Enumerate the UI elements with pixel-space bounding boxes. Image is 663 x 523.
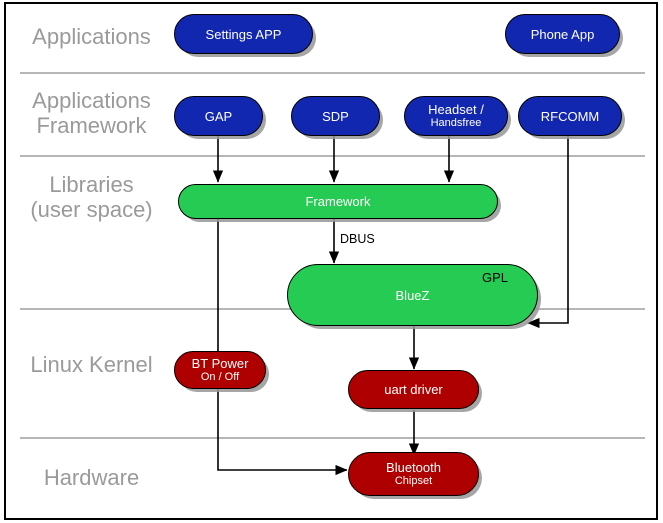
node-headset-handsfree-label: Headset / <box>428 102 484 117</box>
node-headset-handsfree[interactable]: Headset / Handsfree <box>404 96 508 136</box>
node-bt-power-label: BT Power <box>191 356 249 371</box>
node-bluetooth-chipset-label: Bluetooth <box>386 460 441 475</box>
edge-label-dbus: DBUS <box>340 232 375 246</box>
node-bluez[interactable]: BlueZ <box>287 264 538 326</box>
node-gap-label: GAP <box>204 108 233 124</box>
node-headset-handsfree-sublabel: Handsfree <box>430 117 482 129</box>
layer-label-linux-kernel: Linux Kernel <box>30 352 153 377</box>
node-framework[interactable]: Framework <box>178 184 498 219</box>
node-bt-power[interactable]: BT Power On / Off <box>174 351 266 389</box>
node-bluetooth-chipset[interactable]: Bluetooth Chipset <box>348 452 479 496</box>
edge-framework-to-bluetooth-chipset <box>217 212 348 476</box>
divider-linux-kernel <box>20 437 645 439</box>
node-bt-power-sublabel: On / Off <box>200 371 240 383</box>
divider-applications <box>20 72 645 74</box>
layer-label-hardware: Hardware <box>43 465 140 490</box>
node-sdp[interactable]: SDP <box>291 96 380 136</box>
node-phone-app[interactable]: Phone App <box>505 14 620 54</box>
layer-label-applications: Applications <box>32 24 151 49</box>
node-sdp-label: SDP <box>322 108 349 124</box>
node-gap[interactable]: GAP <box>174 96 263 136</box>
layer-label-libraries: Libraries (user space) <box>30 172 153 222</box>
node-phone-app-label: Phone App <box>530 26 595 42</box>
node-rfcomm[interactable]: RFCOMM <box>518 96 622 136</box>
edge-rfcomm-to-bluez <box>527 136 569 329</box>
node-bluez-label: BlueZ <box>395 287 430 303</box>
node-bluetooth-chipset-sublabel: Chipset <box>394 475 433 487</box>
node-bluez-gpl-badge: GPL <box>482 270 509 285</box>
node-framework-label: Framework <box>305 194 371 209</box>
node-rfcomm-label: RFCOMM <box>540 108 600 124</box>
node-uart-driver-label: uart driver <box>384 382 443 397</box>
node-settings-app[interactable]: Settings APP <box>174 14 313 54</box>
node-settings-app-label: Settings APP <box>205 26 282 42</box>
divider-applications-framework <box>20 155 645 157</box>
node-uart-driver[interactable]: uart driver <box>348 370 479 409</box>
layer-label-applications-framework: Applications Framework <box>32 88 151 138</box>
